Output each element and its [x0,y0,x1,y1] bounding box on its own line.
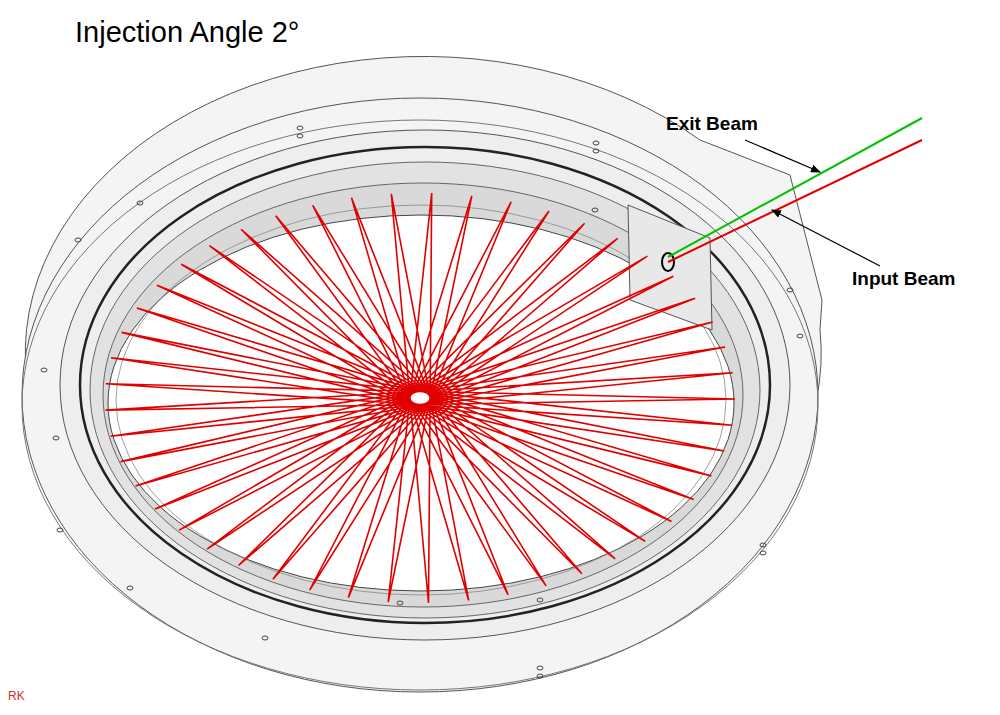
beam-label: Exit Beam [666,113,758,135]
leader-line [745,140,820,172]
leader-line [772,210,880,266]
beam-path [106,193,736,603]
beam-label: Input Beam [852,268,955,290]
author-mark: RK [8,689,25,703]
input-beam [668,140,922,262]
exit-beam [668,118,922,257]
diagram-title: Injection Angle 2° [75,16,299,49]
